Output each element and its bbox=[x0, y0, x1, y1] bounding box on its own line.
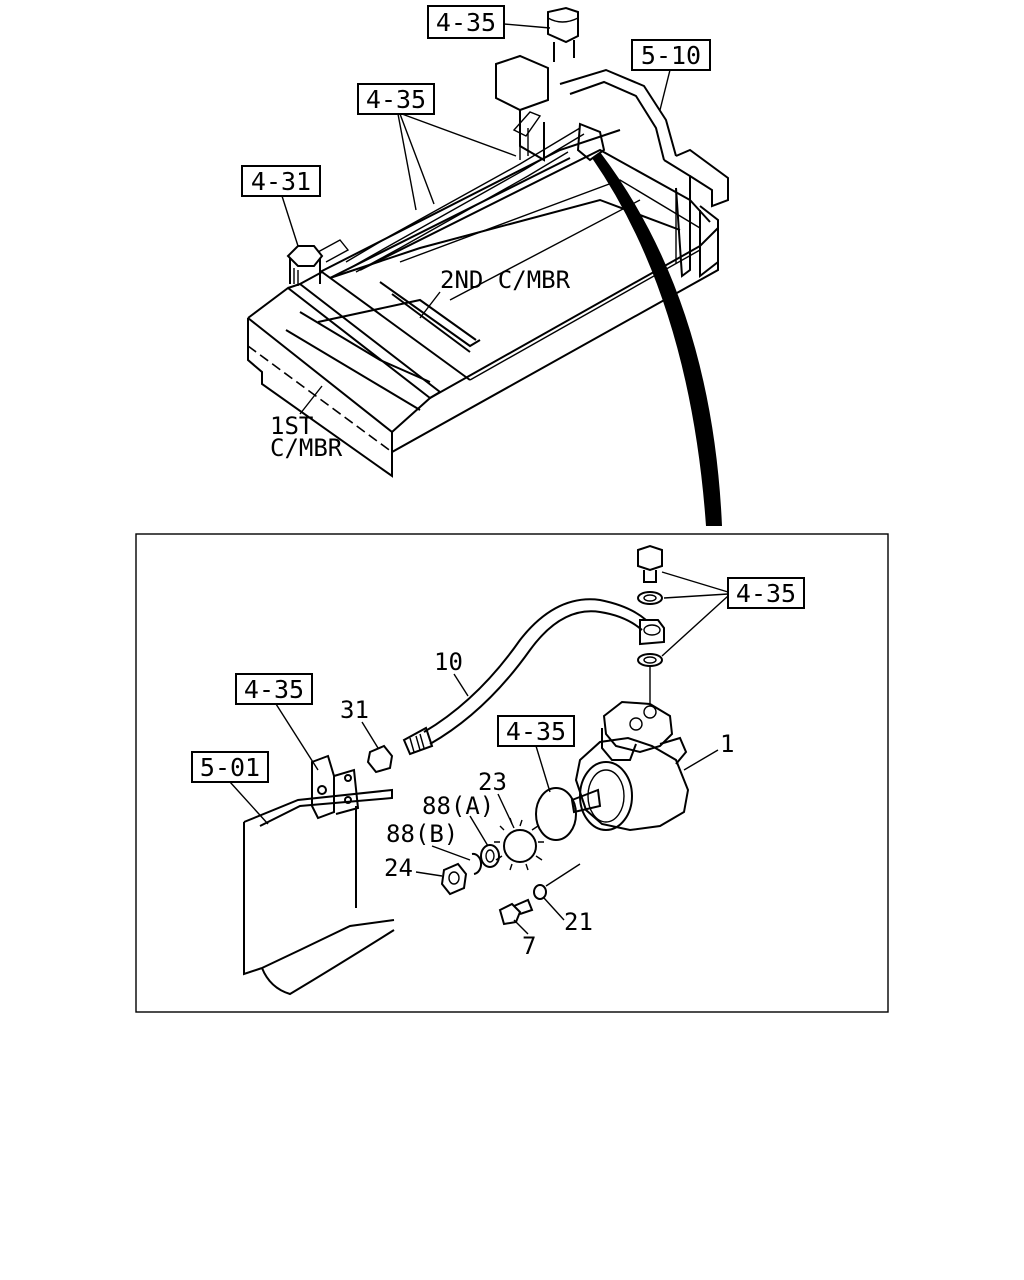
ref-box bbox=[631, 39, 711, 71]
part-23-label: 23 bbox=[478, 768, 507, 796]
ref-oring: 4-35 bbox=[506, 717, 566, 746]
part-1-label: 1 bbox=[720, 730, 734, 758]
ref-banjo: 4-35 bbox=[736, 579, 796, 608]
ref-box bbox=[241, 165, 321, 197]
chassis-frame-view bbox=[247, 6, 729, 526]
part-31-label: 31 bbox=[340, 696, 369, 724]
first-crossmember-label-line2: C/MBR bbox=[270, 434, 343, 462]
ref-box bbox=[427, 5, 505, 39]
detail-view bbox=[243, 544, 690, 996]
ref-tank-callout: 4-31 bbox=[241, 165, 321, 247]
part-7-label: 7 bbox=[522, 932, 536, 960]
part-10-label: 10 bbox=[434, 648, 463, 676]
part-88a-label: 88(A) bbox=[422, 792, 494, 820]
second-crossmember-label: 2ND C/MBR bbox=[440, 266, 571, 294]
ref-box bbox=[357, 83, 435, 115]
part-24-label: 24 bbox=[384, 854, 413, 882]
part-88b-label: 88(B) bbox=[386, 820, 458, 848]
ref-oring-callout: 4-35 bbox=[497, 715, 575, 793]
detail-frame bbox=[135, 533, 889, 1013]
ref-top-pipe: 4-35 bbox=[436, 8, 496, 37]
ref-banjo-callout: 4-35 bbox=[661, 571, 805, 657]
ref-pipes-middle-callout: 4-35 bbox=[357, 83, 517, 211]
ref-bracket: 4-35 bbox=[244, 675, 304, 704]
ref-frame-left: 5-01 bbox=[200, 753, 260, 782]
first-crossmember-label-line1: 1ST bbox=[270, 412, 313, 440]
ref-box bbox=[727, 577, 805, 609]
part-21-label: 21 bbox=[564, 908, 593, 936]
ref-frame-right: 5-10 bbox=[641, 41, 701, 70]
ref-bracket-callout: 4-35 bbox=[235, 673, 319, 771]
ref-box bbox=[235, 673, 313, 705]
ref-frame-left-callout: 5-01 bbox=[191, 751, 269, 825]
ref-tank: 4-31 bbox=[251, 167, 311, 196]
ref-pipes-middle: 4-35 bbox=[366, 85, 426, 114]
ref-frame-right-callout: 5-10 bbox=[631, 39, 711, 111]
ref-top-pipe-callout: 4-35 bbox=[427, 5, 551, 39]
